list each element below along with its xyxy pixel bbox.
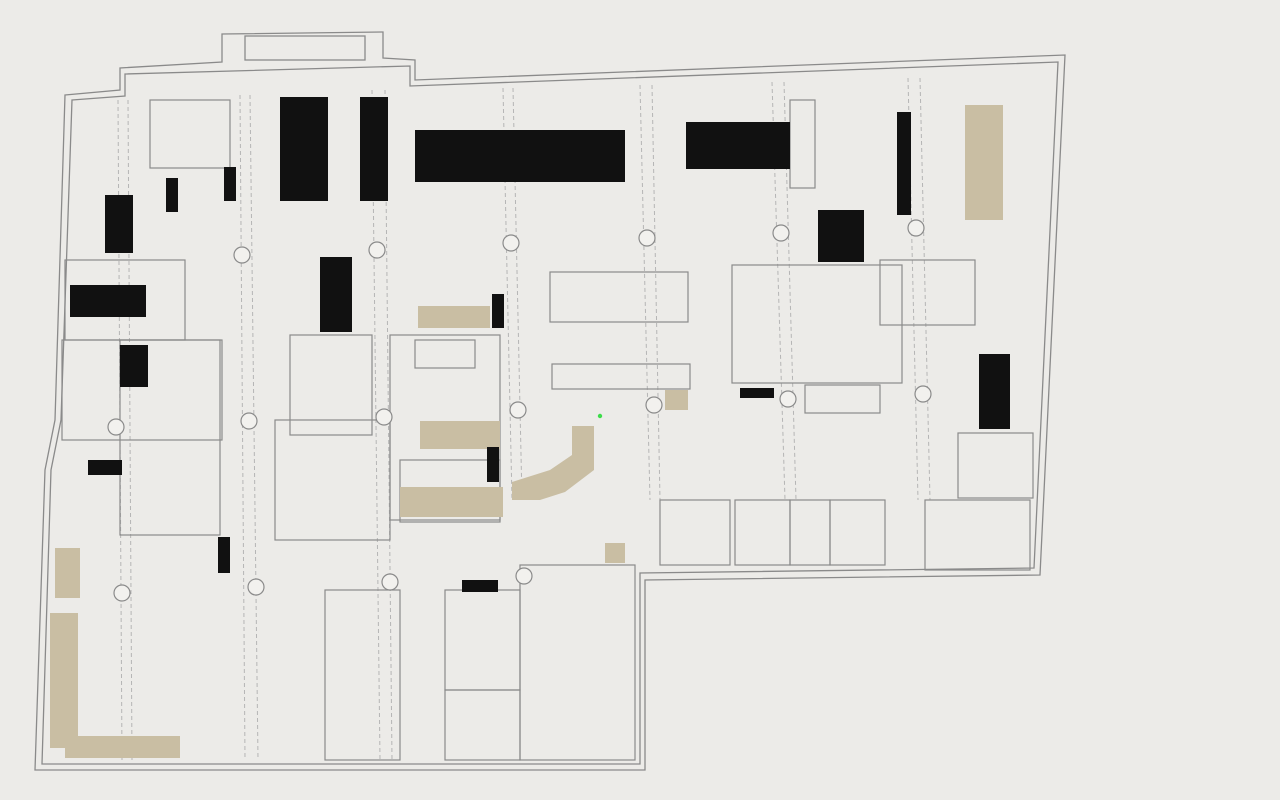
tan-furniture-piece (420, 421, 500, 449)
column (515, 567, 533, 585)
column (375, 408, 393, 426)
rooms (61, 99, 1034, 761)
column (113, 584, 131, 602)
black-desk (280, 97, 328, 201)
room-outline (149, 99, 231, 169)
black-desk (979, 354, 1010, 429)
grid-line (239, 94, 246, 761)
black-desks (70, 97, 1010, 592)
room-outline (324, 589, 401, 761)
black-desk (120, 345, 148, 387)
room-outline (731, 264, 903, 384)
room-outline (734, 499, 791, 566)
tan-furniture-piece (55, 548, 80, 598)
black-desk (218, 537, 230, 573)
location-marker (597, 413, 603, 419)
black-desk (70, 285, 146, 317)
tan-furniture-piece (665, 390, 688, 410)
tan-furniture-piece (418, 306, 490, 328)
black-desk (462, 580, 498, 592)
tan-furniture (50, 105, 1003, 758)
black-desk (320, 257, 352, 332)
room-outline (274, 419, 391, 541)
building-walls (34, 31, 1066, 771)
black-desk (105, 195, 133, 253)
room-outline (879, 259, 976, 326)
black-desk (88, 460, 122, 475)
room-outline (444, 689, 521, 761)
room-outline (444, 589, 521, 691)
black-desk (818, 210, 864, 262)
column (381, 573, 399, 591)
column (907, 219, 925, 237)
room-outline (549, 271, 689, 323)
column (240, 412, 258, 430)
building-outline-inner (41, 61, 1059, 765)
tan-furniture-piece (605, 543, 625, 563)
room-outline (289, 334, 373, 436)
room-outline (119, 339, 221, 536)
building-outline (34, 31, 1066, 771)
black-desk (492, 294, 504, 328)
column (779, 390, 797, 408)
curved-reception-desk (512, 426, 594, 500)
room-outline (804, 384, 881, 414)
column (107, 418, 125, 436)
room-outline (829, 499, 886, 566)
black-desk (166, 178, 178, 212)
room-outline (789, 499, 831, 566)
column (645, 396, 663, 414)
black-desk (415, 130, 625, 182)
room-outline (659, 499, 731, 566)
grid-line (127, 99, 133, 761)
black-desk (897, 112, 911, 215)
columns (107, 219, 932, 602)
black-desk (740, 388, 774, 398)
black-desk (360, 97, 388, 201)
tan-furniture-piece (400, 487, 503, 517)
room-outline (551, 363, 691, 390)
black-desk (224, 167, 236, 201)
room-outline (519, 564, 636, 761)
column (509, 401, 527, 419)
column (247, 578, 265, 596)
tan-furniture-piece (50, 613, 78, 748)
column (368, 241, 386, 259)
room-outline (414, 339, 476, 369)
black-desk (686, 122, 790, 169)
column (638, 229, 656, 247)
tan-furniture-piece (965, 105, 1003, 220)
column (233, 246, 251, 264)
grid-line (502, 87, 513, 501)
grid-line (639, 84, 651, 501)
grid-line (512, 87, 523, 501)
tan-furniture-piece (65, 736, 180, 758)
grid-line (919, 77, 931, 501)
room-outline (924, 499, 1031, 571)
room-outline (957, 432, 1034, 499)
room-outline (789, 99, 816, 189)
grid-line (651, 84, 661, 501)
black-desk (487, 447, 499, 482)
column (772, 224, 790, 242)
column (502, 234, 520, 252)
column (914, 385, 932, 403)
top-stair (244, 35, 366, 61)
